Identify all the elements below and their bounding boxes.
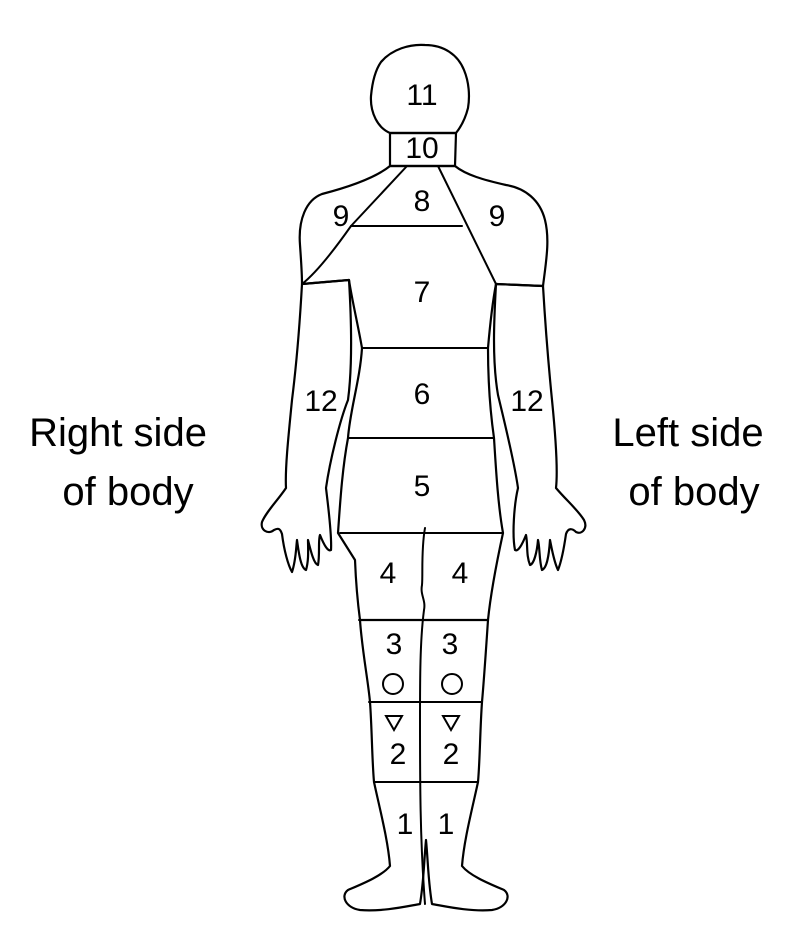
left-kneecap-icon <box>442 674 462 694</box>
left-side-label-line2: of body <box>628 470 759 514</box>
region-neck-label: 10 <box>405 132 438 165</box>
region-left-shin-label: 2 <box>443 738 460 771</box>
legs-outline <box>344 620 507 910</box>
right-shin-marker-icon <box>386 716 402 730</box>
right-side-label-line2: of body <box>62 470 193 514</box>
region-right-knee-label: 3 <box>386 628 403 661</box>
region-left-shoulder-label: 9 <box>489 200 506 233</box>
region-right-arm-label: 12 <box>304 385 337 418</box>
region-hips-label: 5 <box>414 470 431 503</box>
divider-right-shoulder-to-chest <box>302 226 351 284</box>
right-side-label-line1: Right side <box>29 411 207 455</box>
region-head-label: 11 <box>406 79 437 112</box>
region-left-ankle-label: 1 <box>438 808 455 841</box>
left-arm-outline <box>494 284 585 570</box>
region-left-knee-label: 3 <box>442 628 459 661</box>
region-waist-label: 6 <box>414 378 431 411</box>
region-chest-label: 7 <box>414 276 431 309</box>
region-right-shoulder-label: 9 <box>333 200 350 233</box>
region-left-arm-label: 12 <box>510 385 543 418</box>
left-side-label-line1: Left side <box>612 411 763 455</box>
right-kneecap-icon <box>383 674 403 694</box>
divider-upper-chest-left <box>351 166 407 226</box>
region-right-ankle-label: 1 <box>397 808 414 841</box>
region-right-shin-label: 2 <box>390 738 407 771</box>
region-left-thigh-label: 4 <box>452 557 469 590</box>
region-right-thigh-label: 4 <box>380 557 397 590</box>
left-shin-marker-icon <box>443 716 459 730</box>
region-upper-chest-label: 8 <box>414 185 431 218</box>
